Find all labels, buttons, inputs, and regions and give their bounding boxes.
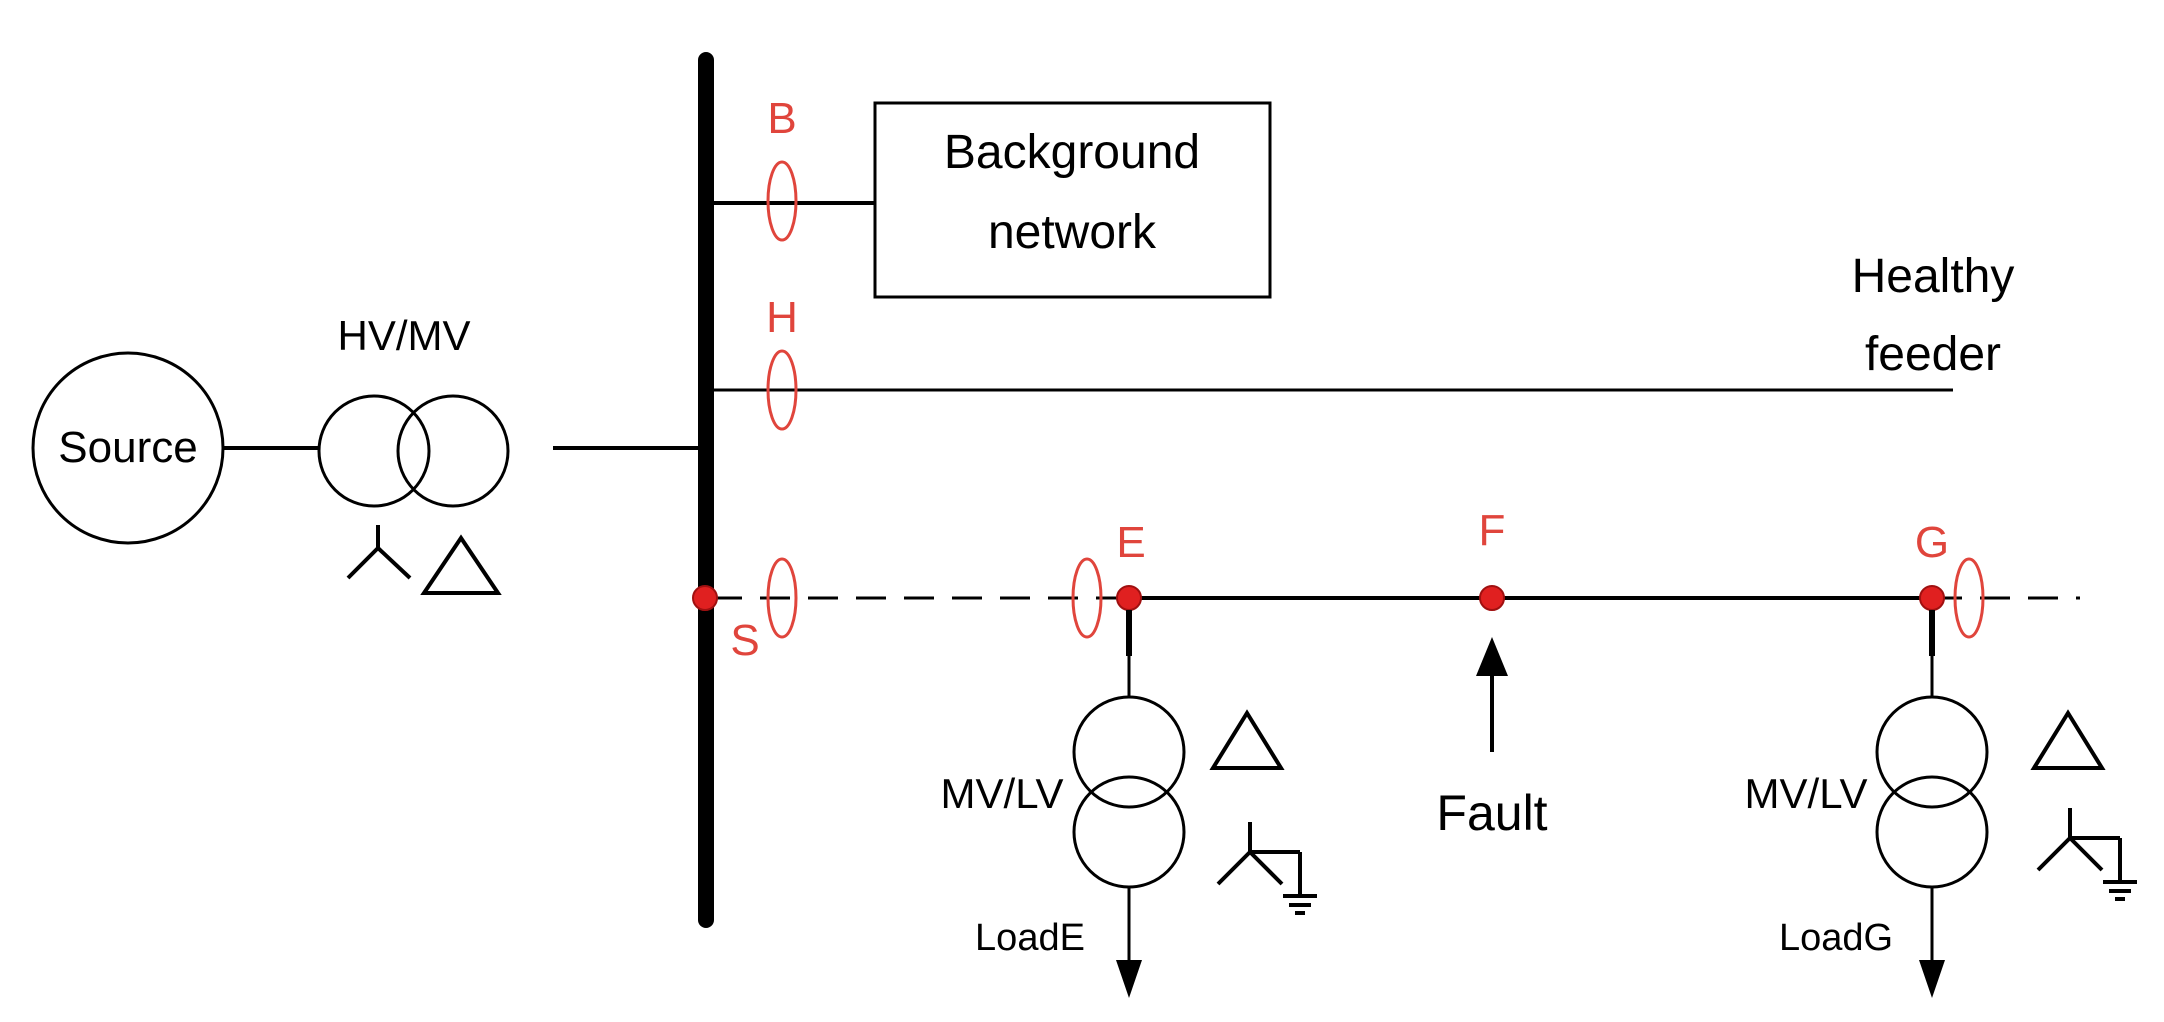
wye-symbol xyxy=(346,525,412,580)
background-network-box xyxy=(873,101,1272,299)
fault-arrow-head xyxy=(1476,637,1508,676)
measurement-b-ring xyxy=(766,160,798,242)
healthy-feeder-label-1: Healthy xyxy=(1852,250,2015,303)
healthy-feeder-label-2: feeder xyxy=(1865,328,2001,381)
measurement-g-ring xyxy=(1953,557,1985,639)
mv-lv-e-winding-1 xyxy=(1072,695,1186,809)
hv-mv-winding-1 xyxy=(317,394,431,508)
source-label: Source xyxy=(58,423,197,472)
delta-symbol-e xyxy=(1209,709,1285,770)
delta-symbol-g xyxy=(2030,709,2106,770)
load-e-label: LoadE xyxy=(975,917,1085,959)
point-g-label: G xyxy=(1915,518,1949,567)
load-g-arrow-head xyxy=(1919,960,1945,998)
mv-lv-e-label: MV/LV xyxy=(941,770,1064,817)
load-e-arrow-head xyxy=(1116,960,1142,998)
background-network-label-2: network xyxy=(988,206,1157,259)
point-s-label: S xyxy=(730,616,759,665)
mv-lv-g-winding-2 xyxy=(1875,775,1989,889)
point-h-label: H xyxy=(766,293,798,342)
node-g xyxy=(1919,585,1945,611)
node-s xyxy=(692,585,718,611)
mv-lv-e-winding-2 xyxy=(1072,775,1186,889)
hv-mv-winding-2 xyxy=(396,394,510,508)
mv-lv-g-label: MV/LV xyxy=(1745,770,1868,817)
hv-mv-label: HV/MV xyxy=(337,312,470,359)
point-b-label: B xyxy=(767,94,796,143)
fault-label: Fault xyxy=(1436,785,1547,841)
measurement-h-ring xyxy=(766,349,798,431)
point-e-label: E xyxy=(1116,518,1145,567)
measurement-e-ring xyxy=(1071,557,1103,639)
point-f-label: F xyxy=(1479,506,1506,555)
background-network-label-1: Background xyxy=(944,126,1200,179)
node-e xyxy=(1116,585,1142,611)
load-g-label: LoadG xyxy=(1779,917,1893,959)
delta-symbol xyxy=(420,534,502,595)
grounded-wye-symbol-e xyxy=(1216,822,1317,915)
grounded-wye-symbol-g xyxy=(2036,808,2137,901)
measurement-s-ring xyxy=(766,557,798,639)
mv-lv-g-winding-1 xyxy=(1875,695,1989,809)
node-f xyxy=(1479,585,1505,611)
